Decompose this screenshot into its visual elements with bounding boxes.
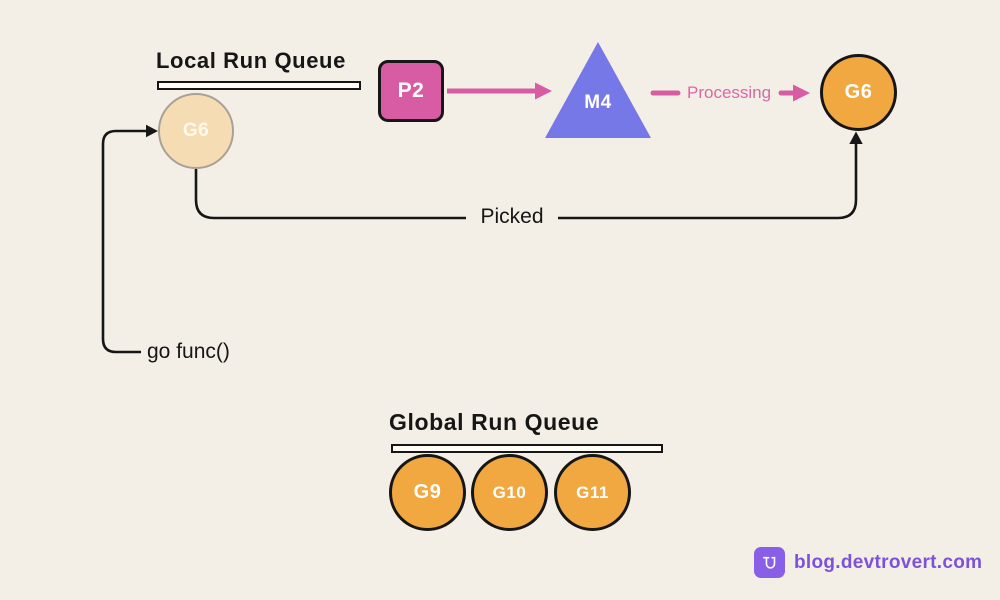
- devtrovert-logo-icon: [754, 547, 785, 578]
- go-func-arrow-line: [101, 129, 146, 354]
- watermark-text: blog.devtrovert.com: [794, 551, 983, 573]
- goroutine-g6-queued: G6: [158, 93, 234, 169]
- watermark: blog.devtrovert.com: [754, 547, 982, 578]
- picked-label: Picked: [480, 205, 544, 228]
- goroutine-g6-queued-label: G6: [182, 120, 210, 141]
- picked-line-left: [194, 169, 466, 220]
- machine-m4: M4: [545, 42, 651, 138]
- processing-label: Processing: [687, 83, 772, 102]
- picked-line-right: [558, 142, 858, 220]
- goroutine-g10-label: G10: [492, 482, 527, 502]
- go-func-arrowhead-icon: [146, 124, 158, 138]
- local-run-queue-title: Local Run Queue: [156, 48, 346, 73]
- global-run-queue-title: Global Run Queue: [389, 409, 600, 435]
- picked-arrowhead-icon: [849, 131, 863, 144]
- goroutine-g6-running-label: G6: [844, 81, 873, 103]
- goroutine-g6-running: G6: [820, 54, 897, 131]
- global-run-queue-bar: [391, 444, 663, 453]
- p2-to-m4-arrowhead-icon: [535, 82, 552, 100]
- processor-p2: P2: [378, 60, 444, 122]
- machine-m4-label: M4: [584, 92, 612, 113]
- goroutine-g11-label: G11: [576, 482, 609, 502]
- goroutine-g10: G10: [471, 454, 548, 531]
- processing-arrowhead-icon: [793, 84, 810, 102]
- go-func-label: go func(): [147, 340, 230, 363]
- goroutine-g9-label: G9: [413, 481, 442, 503]
- goroutine-g9: G9: [389, 454, 466, 531]
- processor-p2-label: P2: [397, 79, 425, 102]
- local-run-queue-bar: [157, 81, 361, 90]
- goroutine-g11: G11: [554, 454, 631, 531]
